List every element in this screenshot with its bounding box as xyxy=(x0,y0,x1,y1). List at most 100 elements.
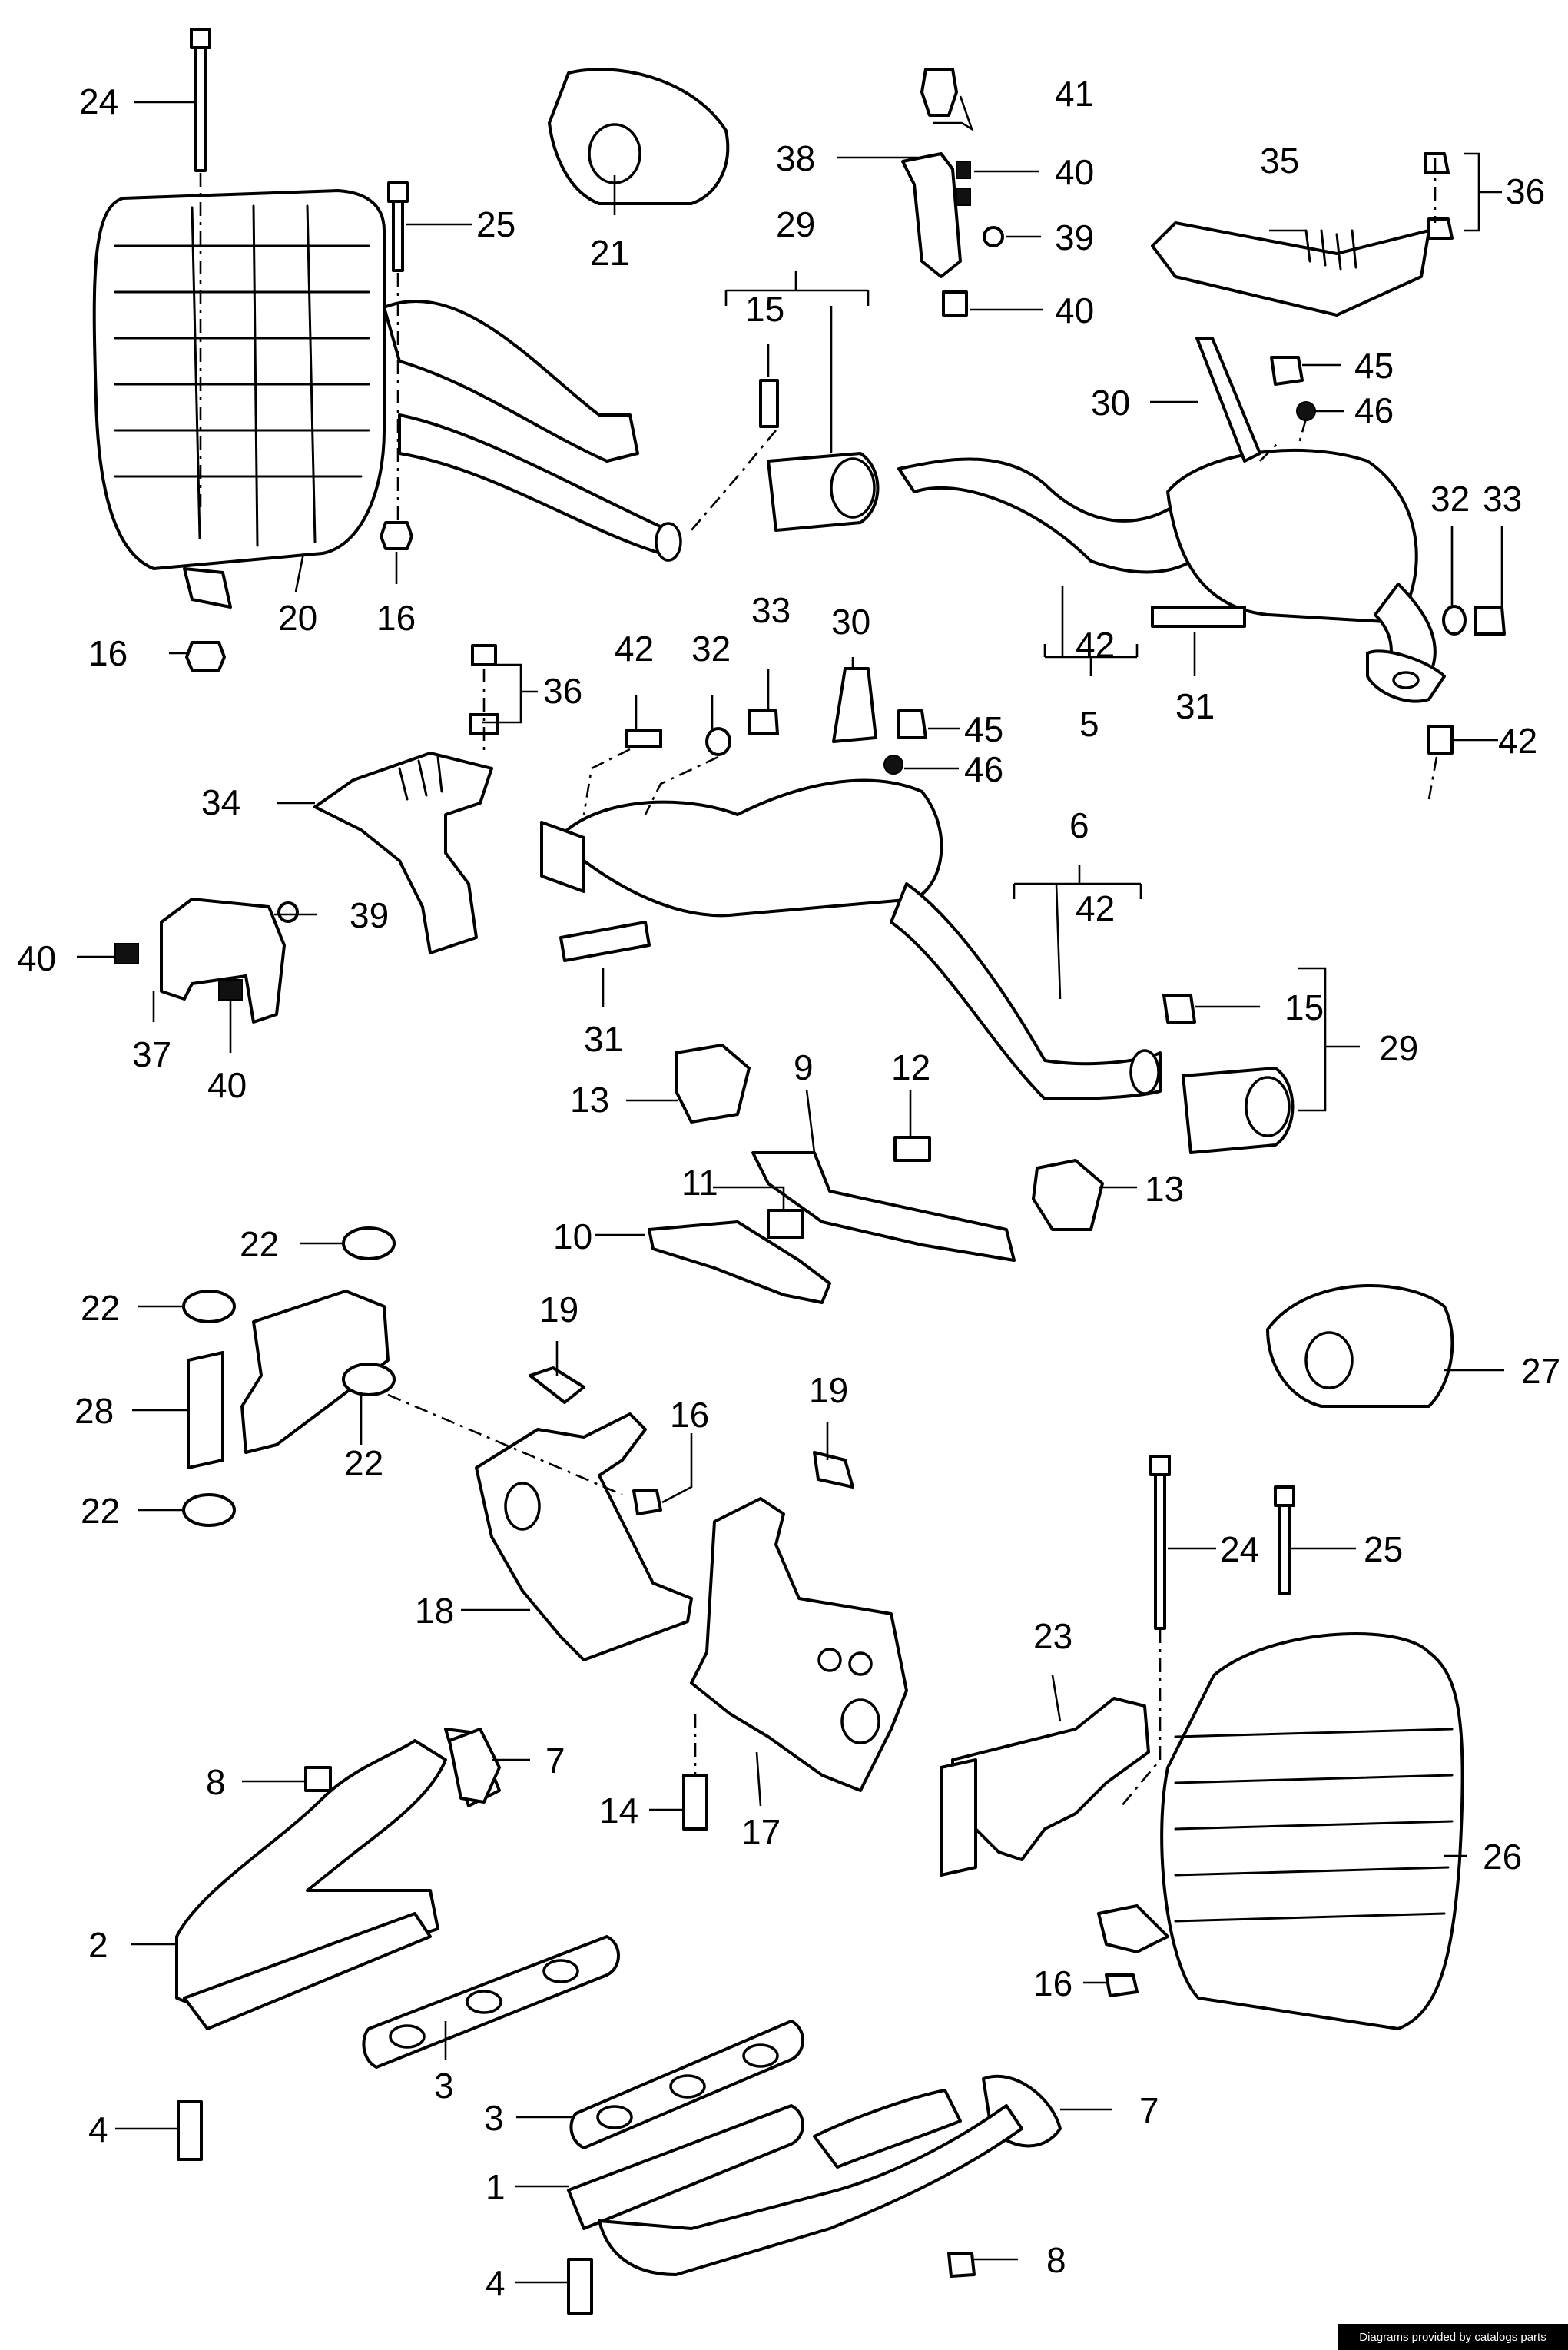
callout-22-a: 22 xyxy=(240,1224,279,1264)
callout-42-mid-6: 42 xyxy=(1076,888,1115,928)
stud-31-mid xyxy=(559,921,651,962)
bushing-22-c xyxy=(342,1363,396,1396)
gasket-7-upper xyxy=(448,1728,501,1804)
callout-2: 2 xyxy=(88,1925,108,1965)
bracket-10 xyxy=(648,1220,831,1304)
nut-16-d xyxy=(1105,1973,1139,1997)
nut-16-a xyxy=(185,641,226,672)
callout-37: 37 xyxy=(132,1034,171,1074)
callout-9: 9 xyxy=(794,1047,814,1087)
callout-42-far-right: 42 xyxy=(1498,721,1537,761)
callout-41: 41 xyxy=(1055,74,1094,114)
bolt-11 xyxy=(767,1209,804,1239)
callout-10: 10 xyxy=(553,1216,592,1256)
callout-20: 20 xyxy=(278,598,317,638)
bracket-23 xyxy=(940,1697,1150,1877)
callout-40-b: 40 xyxy=(1055,290,1094,330)
gasket-3-left xyxy=(362,1935,620,2069)
callout-35: 35 xyxy=(1260,141,1299,181)
callout-46-right: 46 xyxy=(1354,390,1394,430)
callout-7-lower: 7 xyxy=(1139,2090,1159,2130)
callout-45-right: 45 xyxy=(1354,346,1394,386)
clamp-29-lower xyxy=(1162,994,1295,1154)
bolt-12 xyxy=(893,1136,931,1162)
callout-27: 27 xyxy=(1521,1351,1560,1391)
nut-8-upper xyxy=(304,1766,332,1792)
callout-16-mid: 16 xyxy=(376,598,416,638)
callout-11: 11 xyxy=(681,1163,718,1203)
callout-31-right: 31 xyxy=(1175,686,1215,726)
nut-16-b xyxy=(380,521,413,550)
bracket-34 xyxy=(313,752,493,954)
callout-4-lower: 4 xyxy=(486,2263,506,2303)
callout-8-upper: 8 xyxy=(206,1762,226,1802)
catalytic-converter-left xyxy=(540,778,1162,1100)
stud-31-right xyxy=(1151,606,1246,628)
callout-28: 28 xyxy=(75,1391,114,1431)
hanger-13-right xyxy=(1032,1159,1104,1231)
callout-32-right: 32 xyxy=(1430,479,1470,519)
bolt-4-upper xyxy=(177,2100,203,2161)
callout-40-a: 40 xyxy=(1055,152,1094,192)
bushing-22-b xyxy=(182,1290,236,1323)
washer-46-mid xyxy=(883,755,903,775)
rear-silencer-right xyxy=(1097,1632,1464,2030)
bolt-19-b xyxy=(813,1451,854,1489)
bolt-42-mid xyxy=(625,729,662,748)
callout-25-right: 25 xyxy=(1364,1529,1403,1569)
callout-30-right: 30 xyxy=(1091,383,1130,423)
callout-3-right: 3 xyxy=(484,2098,504,2138)
bracket-9 xyxy=(751,1151,1016,1262)
callout-36-top: 36 xyxy=(1506,171,1545,211)
callout-19-b: 19 xyxy=(809,1370,848,1410)
callout-15-lower: 15 xyxy=(1285,987,1324,1027)
washer-46-right xyxy=(1296,401,1316,421)
bracket-37 xyxy=(114,898,299,1024)
callout-16-d: 16 xyxy=(1033,1963,1072,2003)
callout-21: 21 xyxy=(590,233,629,273)
tail-trim-right xyxy=(1266,1284,1454,1408)
bracket-17 xyxy=(690,1497,908,1792)
screw-36-mid-b xyxy=(469,713,499,735)
callout-32-mid: 32 xyxy=(691,629,731,669)
callout-8-lower: 8 xyxy=(1046,2240,1066,2280)
callout-22-b: 22 xyxy=(81,1288,120,1328)
gasket-3-right xyxy=(569,2020,804,2149)
callout-26: 26 xyxy=(1483,1837,1522,1877)
bolt-4-lower xyxy=(567,2258,593,2315)
callout-1: 1 xyxy=(486,2167,506,2207)
callout-5: 5 xyxy=(1079,704,1099,744)
callout-29-lower: 29 xyxy=(1379,1028,1418,1068)
callout-29-top: 29 xyxy=(776,204,815,244)
tail-trim-left xyxy=(548,68,730,205)
callout-4-upper: 4 xyxy=(88,2109,108,2149)
bracket-18 xyxy=(475,1412,693,1661)
callout-13-left: 13 xyxy=(570,1080,609,1120)
mount-28 xyxy=(187,1290,390,1469)
credit-badge: Diagrams provided by catalogs parts xyxy=(1338,2324,1568,2350)
bracket-35-heat-shield xyxy=(1151,152,1454,317)
plug-45-right xyxy=(1270,356,1304,386)
callout-23: 23 xyxy=(1033,1616,1072,1656)
callout-42-right-5: 42 xyxy=(1076,625,1115,665)
callout-7-upper: 7 xyxy=(545,1741,565,1781)
bolt-long-24-left xyxy=(190,28,211,172)
callout-14: 14 xyxy=(599,1791,638,1831)
callout-22-d: 22 xyxy=(81,1491,120,1531)
callout-36-mid: 36 xyxy=(543,671,582,711)
callout-33-mid: 33 xyxy=(751,590,791,630)
nut-16-c xyxy=(632,1489,662,1515)
exhaust-manifold-right xyxy=(567,2089,1023,2276)
callout-46-mid: 46 xyxy=(964,749,1003,789)
bolt-25-left xyxy=(387,181,409,272)
bolt-33-mid xyxy=(748,709,779,735)
bolt-long-24-right xyxy=(1149,1455,1171,1630)
bolt-25-right xyxy=(1274,1485,1295,1595)
hanger-13-left xyxy=(675,1044,751,1124)
screw-36-mid-a xyxy=(471,644,497,666)
rear-silencer-left xyxy=(92,189,682,609)
bolt-42-right xyxy=(1427,725,1454,755)
callout-15-top: 15 xyxy=(745,289,784,329)
callout-17: 17 xyxy=(741,1812,781,1852)
